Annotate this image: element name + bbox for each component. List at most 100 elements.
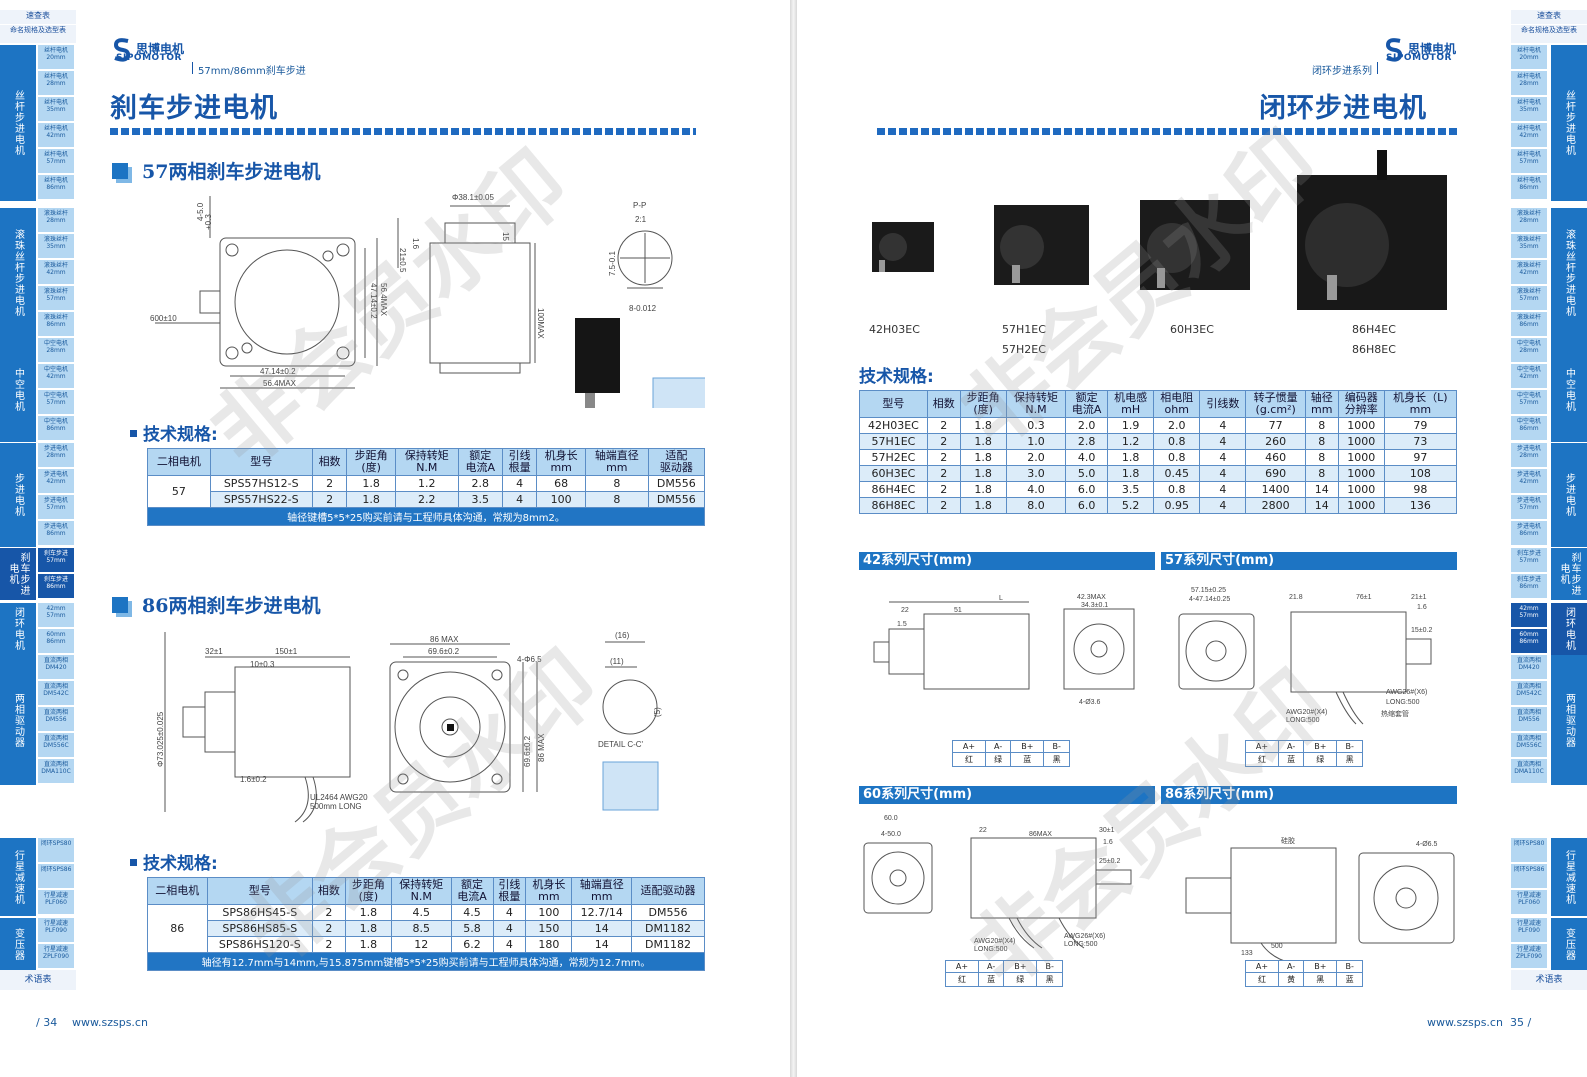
sidebar-item[interactable]: 丝杆电机35mm bbox=[38, 97, 74, 122]
sidebar-group[interactable]: 行星减速机 bbox=[1551, 838, 1587, 916]
sidebar-group[interactable]: 两相驱动器 bbox=[1551, 655, 1587, 785]
sidebar-item[interactable]: 行星减速PLF060 bbox=[1511, 890, 1547, 915]
sidebar-item[interactable]: 滚珠丝杆86mm bbox=[38, 312, 74, 337]
sidebar-naming[interactable]: 命名规格及选型表 bbox=[1511, 25, 1587, 43]
sidebar-item[interactable]: 步进电机28mm bbox=[1511, 443, 1547, 468]
photo-caption: 57H1EC bbox=[1002, 323, 1046, 336]
sidebar-item[interactable]: 滚珠丝杆42mm bbox=[1511, 260, 1547, 285]
sidebar-item[interactable]: 滚珠丝杆28mm bbox=[38, 208, 74, 233]
sidebar-glossary[interactable]: 术语表 bbox=[1511, 970, 1587, 990]
sidebar-item[interactable]: 滚珠丝杆42mm bbox=[38, 260, 74, 285]
sidebar-item[interactable]: 中空电机86mm bbox=[1511, 416, 1547, 441]
sidebar-item[interactable]: 直流两相DM420 bbox=[1511, 655, 1547, 680]
sidebar-item[interactable]: 闭环SPS86 bbox=[1511, 864, 1547, 889]
sidebar-group[interactable]: 刹车步进电机 bbox=[0, 548, 36, 600]
table-cell: 136 bbox=[1383, 497, 1458, 514]
sidebar-item[interactable]: 步进电机86mm bbox=[1511, 521, 1547, 546]
sidebar-group[interactable]: 两相驱动器 bbox=[0, 655, 36, 785]
site-url[interactable]: www.szsps.cn bbox=[1427, 1016, 1503, 1029]
sidebar-item[interactable]: 行星减速ZPLF090 bbox=[38, 944, 74, 969]
table-cell: 1.8 bbox=[959, 433, 1007, 450]
sidebar-group[interactable]: 变压器 bbox=[0, 918, 36, 970]
sidebar-item[interactable]: 直流两相DM556C bbox=[38, 733, 74, 758]
sidebar-item[interactable]: 直流两相DMA110C bbox=[1511, 759, 1547, 784]
sidebar-item[interactable]: 丝杆电机57mm bbox=[1511, 149, 1547, 174]
sidebar-group[interactable]: 丝杆步进电机 bbox=[0, 45, 36, 201]
sidebar-naming[interactable]: 命名规格及选型表 bbox=[0, 25, 76, 43]
sidebar-item[interactable]: 滚珠丝杆57mm bbox=[38, 286, 74, 311]
sidebar-group[interactable]: 滚珠丝杆步进电机 bbox=[1551, 208, 1587, 338]
dim-label: 7.5-0.1 bbox=[608, 251, 617, 276]
sidebar-group[interactable]: 中空电机 bbox=[0, 338, 36, 442]
sidebar-item[interactable]: 中空电机28mm bbox=[1511, 338, 1547, 363]
sidebar-item[interactable]: 行星减速PLF090 bbox=[38, 918, 74, 943]
sidebar-item[interactable]: 刹车步进86mm bbox=[38, 574, 74, 599]
sidebar-item[interactable]: 滚珠丝杆57mm bbox=[1511, 286, 1547, 311]
sidebar-item[interactable]: 丝杆电机20mm bbox=[38, 45, 74, 70]
sidebar-item[interactable]: 42mm 57mm bbox=[38, 603, 74, 628]
sidebar-item[interactable]: 丝杆电机86mm bbox=[1511, 175, 1547, 200]
sidebar-item[interactable]: 闭环SPS86 bbox=[38, 864, 74, 889]
sidebar-item[interactable]: 42mm 57mm bbox=[1511, 603, 1547, 628]
sidebar-item[interactable]: 闭环SPS80 bbox=[38, 838, 74, 863]
sidebar-item[interactable]: 步进电机42mm bbox=[38, 469, 74, 494]
sidebar-item[interactable]: 滚珠丝杆28mm bbox=[1511, 208, 1547, 233]
svg-text:L: L bbox=[999, 595, 1003, 602]
sidebar-item[interactable]: 直流两相DM420 bbox=[38, 655, 74, 680]
sidebar-item[interactable]: 行星减速PLF090 bbox=[1511, 918, 1547, 943]
sidebar-item[interactable]: 直流两相DM542C bbox=[38, 681, 74, 706]
sidebar-item[interactable]: 直流两相DM556 bbox=[38, 707, 74, 732]
sidebar-glossary[interactable]: 术语表 bbox=[0, 970, 76, 990]
sidebar-item[interactable]: 丝杆电机28mm bbox=[1511, 71, 1547, 96]
sidebar-item[interactable]: 直流两相DM542C bbox=[1511, 681, 1547, 706]
sidebar-item[interactable]: 丝杆电机42mm bbox=[38, 123, 74, 148]
sidebar-item[interactable]: 滚珠丝杆35mm bbox=[1511, 234, 1547, 259]
sidebar-item[interactable]: 丝杆电机57mm bbox=[38, 149, 74, 174]
sidebar-quick-ref[interactable]: 速查表 bbox=[0, 10, 76, 24]
sidebar-group[interactable]: 中空电机 bbox=[1551, 338, 1587, 442]
sidebar-item[interactable]: 步进电机86mm bbox=[38, 521, 74, 546]
sidebar-item[interactable]: 步进电机57mm bbox=[38, 495, 74, 520]
sidebar-group[interactable]: 滚珠丝杆步进电机 bbox=[0, 208, 36, 338]
sidebar-group[interactable]: 刹车步进电机 bbox=[1551, 548, 1587, 600]
sidebar-group[interactable]: 变压器 bbox=[1551, 918, 1587, 970]
sidebar-item[interactable]: 中空电机42mm bbox=[1511, 364, 1547, 389]
sidebar-item[interactable]: 直流两相DMA110C bbox=[38, 759, 74, 784]
sidebar-group[interactable]: 闭环电机 bbox=[1551, 603, 1587, 655]
sidebar-item[interactable]: 中空电机42mm bbox=[38, 364, 74, 389]
sidebar-item[interactable]: 滚珠丝杆86mm bbox=[1511, 312, 1547, 337]
site-url[interactable]: www.szsps.cn bbox=[72, 1016, 148, 1029]
sidebar-group[interactable]: 步进电机 bbox=[1551, 443, 1587, 547]
sidebar-group[interactable]: 行星减速机 bbox=[0, 838, 36, 916]
sidebar-group[interactable]: 闭环电机 bbox=[0, 603, 36, 655]
sidebar-item[interactable]: 中空电机57mm bbox=[38, 390, 74, 415]
sidebar-group[interactable]: 丝杆步进电机 bbox=[1551, 45, 1587, 201]
drawing-60: 60.04-50.02286MAX30±11.625±0.2AWG20#(X4)… bbox=[863, 815, 1132, 953]
sidebar-group[interactable]: 步进电机 bbox=[0, 443, 36, 547]
sidebar-item[interactable]: 中空电机57mm bbox=[1511, 390, 1547, 415]
sidebar-item[interactable]: 步进电机57mm bbox=[1511, 495, 1547, 520]
sidebar-item[interactable]: 刹车步进57mm bbox=[1511, 548, 1547, 573]
sidebar-item[interactable]: 刹车步进86mm bbox=[1511, 574, 1547, 599]
sidebar-item[interactable]: 丝杆电机20mm bbox=[1511, 45, 1547, 70]
sidebar-item[interactable]: 丝杆电机28mm bbox=[38, 71, 74, 96]
sidebar-item[interactable]: 闭环SPS80 bbox=[1511, 838, 1547, 863]
sidebar-quick-ref[interactable]: 速查表 bbox=[1511, 10, 1587, 24]
sidebar-item[interactable]: 直流两相DM556 bbox=[1511, 707, 1547, 732]
sidebar-item[interactable]: 60mm 86mm bbox=[38, 629, 74, 654]
sidebar-item[interactable]: 步进电机28mm bbox=[38, 443, 74, 468]
sidebar-item[interactable]: 滚珠丝杆35mm bbox=[38, 234, 74, 259]
sidebar-item[interactable]: 丝杆电机42mm bbox=[1511, 123, 1547, 148]
sidebar-item[interactable]: 步进电机42mm bbox=[1511, 469, 1547, 494]
sidebar-item[interactable]: 中空电机86mm bbox=[38, 416, 74, 441]
sidebar-item[interactable]: 刹车步进57mm bbox=[38, 548, 74, 573]
sidebar-item[interactable]: 行星减速ZPLF090 bbox=[1511, 944, 1547, 969]
wire-color: 绿 bbox=[1003, 972, 1038, 987]
sidebar-item[interactable]: 丝杆电机35mm bbox=[1511, 97, 1547, 122]
sidebar-item[interactable]: 60mm 86mm bbox=[1511, 629, 1547, 654]
sidebar-item[interactable]: 直流两相DM556C bbox=[1511, 733, 1547, 758]
table-cell: 8 bbox=[1304, 449, 1339, 466]
sidebar-item[interactable]: 行星减速PLF060 bbox=[38, 890, 74, 915]
sidebar-item[interactable]: 中空电机28mm bbox=[38, 338, 74, 363]
sidebar-item[interactable]: 丝杆电机86mm bbox=[38, 175, 74, 200]
